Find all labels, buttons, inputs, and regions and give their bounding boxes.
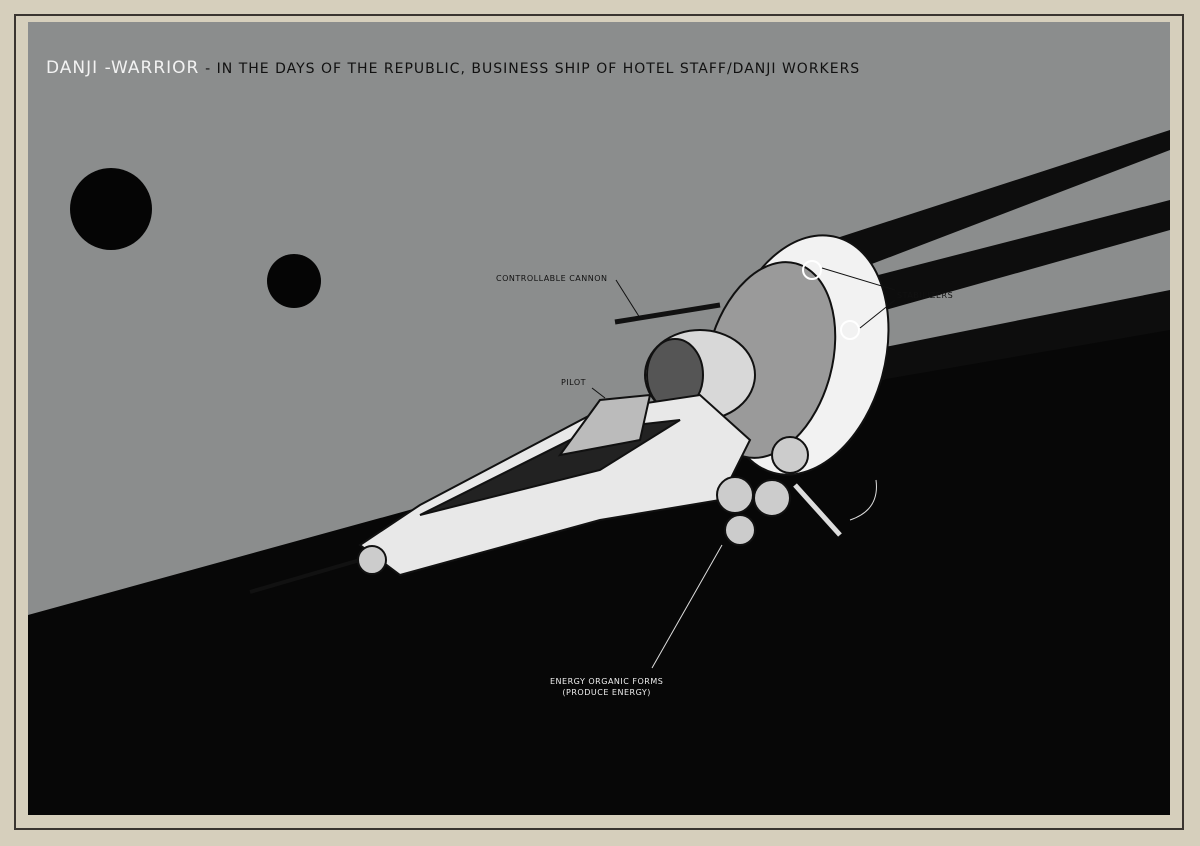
label-energy-line1: ENERGY ORGANIC FORMS	[550, 677, 664, 686]
label-energy-organic-forms: ENERGY ORGANIC FORMS (PRODUCE ENERGY)	[550, 676, 663, 698]
leader-lines	[591, 267, 896, 669]
ship-hull	[358, 393, 752, 577]
title-subtitle: - IN THE DAYS OF THE REPUBLIC, BUSINESS …	[205, 61, 861, 77]
title-main: DANJI -WARRIOR	[46, 58, 200, 78]
label-controllable-cannon: CONTROLLABLE CANNON	[496, 274, 608, 283]
spaceship	[249, 234, 890, 594]
front-cannon	[249, 558, 361, 594]
pilot-canopy	[557, 393, 652, 457]
controllable-cannon	[614, 302, 721, 325]
picture-frame	[14, 14, 1184, 830]
label-energy-line2: (PRODUCE ENERGY)	[562, 688, 651, 697]
speed-streaks	[800, 130, 1170, 380]
label-stabilizers: STABILIZERS	[897, 291, 954, 300]
page-title: DANJI -WARRIOR - IN THE DAYS OF THE REPU…	[46, 58, 860, 78]
planet-small	[267, 254, 321, 308]
dark-ground	[28, 300, 1170, 815]
planet-large	[70, 168, 152, 250]
label-pilot: PILOT	[561, 378, 587, 387]
